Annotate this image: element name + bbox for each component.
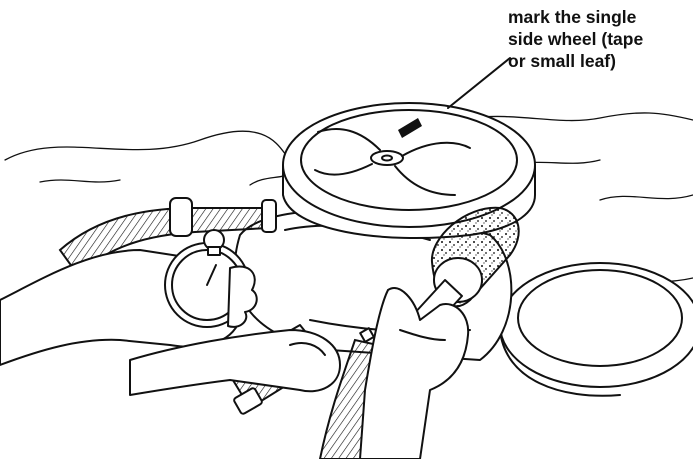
callout-text: mark the single side wheel (tape or smal… [508, 6, 693, 72]
callout-line-3: or small leaf) [508, 50, 693, 72]
callout-line-1: mark the single [508, 6, 693, 28]
side-disc [500, 263, 693, 396]
callout-line-2: side wheel (tape [508, 28, 693, 50]
callout-leader [448, 58, 510, 108]
